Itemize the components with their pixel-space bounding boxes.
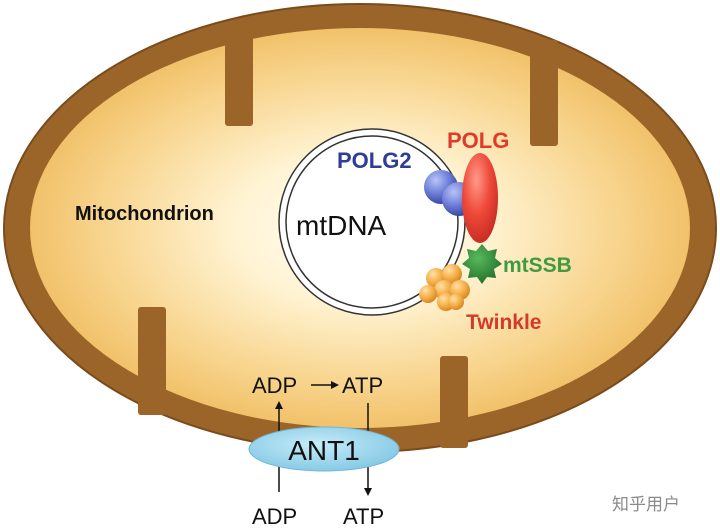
polg2-label: POLG2: [337, 148, 412, 173]
atp-outer-label: ATP: [343, 504, 384, 529]
polg-label: POLG: [447, 128, 509, 153]
adp-outer-label: ADP: [252, 504, 297, 529]
mtdna-label: mtDNA: [296, 210, 387, 241]
atp-inner-label: ATP: [342, 373, 383, 398]
twinkle-label: Twinkle: [466, 311, 541, 334]
polg-shape: [462, 153, 498, 243]
mitochondrion-label: Mitochondrion: [75, 203, 214, 225]
ant1-transporter: [248, 426, 400, 472]
ant1-label: ANT1: [288, 435, 360, 466]
adp-inner-label: ADP: [252, 373, 297, 398]
mtdna-inner-ring: [285, 135, 459, 309]
watermark-text: 知乎用户: [612, 495, 680, 515]
twinkle-shape: [419, 264, 470, 311]
mtssb-shape: [462, 244, 502, 284]
crista-bottom-right: [440, 356, 468, 448]
mtssb-label: mtSSB: [503, 254, 572, 277]
crista-top-left: [225, 32, 253, 126]
crista-bottom-left: [138, 307, 166, 415]
crista-top-right: [530, 40, 558, 146]
